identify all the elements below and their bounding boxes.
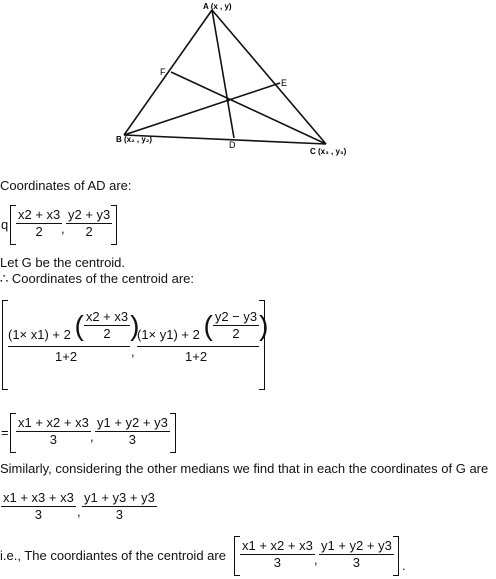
centroid-point bbox=[226, 98, 230, 102]
eq3-num2: y1 + y2 + y3 bbox=[95, 415, 170, 432]
median-cf bbox=[170, 71, 327, 145]
median-be bbox=[123, 82, 281, 136]
eq1-den2: 2 bbox=[85, 224, 93, 239]
eq1-num2: y2 + y3 bbox=[66, 207, 113, 224]
label-d: D bbox=[229, 140, 236, 150]
eq2-den2: 1+2 bbox=[185, 349, 208, 364]
text-similarly: Similarly, considering the other medians… bbox=[0, 461, 489, 476]
eq2-num2a: (1× y1) + 2 bbox=[137, 327, 200, 342]
eq4-den1: 3 bbox=[34, 507, 43, 522]
eq4-num1: x1 + x3 + x3 bbox=[1, 490, 76, 507]
eq5-num1: x1 + x2 + x3 bbox=[240, 538, 315, 555]
eq2-num2-group: (1× y1) + 2 ( y2 − y3 2 ) bbox=[137, 309, 269, 342]
eq4-frac1: x1 + x3 + x3 3 bbox=[1, 490, 76, 523]
eq3-frac2: y1 + y2 + y3 3 bbox=[95, 415, 170, 448]
eq2-num1b: x2 + x3 bbox=[83, 309, 131, 327]
equation-section-formula: (1× x1) + 2 ( x2 + x3 2 ) 1+2 , (1× y1) … bbox=[0, 298, 270, 390]
label-a: A (x , y) bbox=[203, 2, 232, 11]
eq2-den1: 1+2 bbox=[55, 349, 78, 364]
text-coords-ad: Coordinates of AD are: bbox=[0, 178, 132, 193]
eq2-num1-group: (1× x1) + 2 ( x2 + x3 2 ) bbox=[8, 309, 140, 342]
equation-ad-midpoint: q x2 + x3 2 , y2 + y3 2 bbox=[0, 205, 120, 245]
equation-centroid-simplified: = x1 + x2 + x3 3 , y1 + y2 + y3 3 bbox=[0, 413, 180, 453]
eq5-suffix: . bbox=[402, 558, 406, 573]
eq1-frac1: x2 + x3 2 bbox=[16, 207, 63, 240]
eq5-num2: y1 + y2 + y3 bbox=[319, 538, 394, 555]
text-let-g: Let G be the centroid. bbox=[0, 255, 126, 270]
eq5-den2: 3 bbox=[352, 555, 361, 570]
eq4-frac2: y1 + y3 + y3 3 bbox=[82, 490, 157, 523]
label-b: B (x₂ , y₂) bbox=[116, 135, 152, 144]
label-c: C (x₃ , y₃) bbox=[310, 147, 347, 156]
text-ie: i.e., The coordiantes of the centroid ar… bbox=[0, 548, 226, 563]
eq3-prefix: = bbox=[1, 425, 9, 440]
side-ab bbox=[123, 9, 213, 136]
eq3-frac1: x1 + x2 + x3 3 bbox=[16, 415, 91, 448]
eq1-num1: x2 + x3 bbox=[16, 207, 63, 224]
side-bc bbox=[123, 134, 327, 145]
text-therefore: ∴ Coordinates of the centroid are: bbox=[0, 271, 194, 286]
eq5-frac2: y1 + y2 + y3 3 bbox=[319, 538, 394, 571]
eq2-num2b: y2 − y3 bbox=[212, 309, 260, 327]
eq3-den1: 3 bbox=[49, 432, 58, 447]
side-ac bbox=[211, 9, 327, 145]
label-e: E bbox=[281, 78, 287, 88]
eq3-num1: x1 + x2 + x3 bbox=[16, 415, 91, 432]
eq3-den2: 3 bbox=[128, 432, 137, 447]
eq1-prefix: q bbox=[1, 217, 9, 232]
eq1-den1: 2 bbox=[35, 224, 43, 239]
eq4-den2: 3 bbox=[115, 507, 124, 522]
median-ad bbox=[211, 9, 235, 139]
eq1-frac2: y2 + y3 2 bbox=[66, 207, 113, 240]
equation-other-medians: x1 + x3 + x3 3 , y1 + y3 + y3 3 bbox=[1, 490, 157, 523]
eq5-den1: 3 bbox=[273, 555, 282, 570]
eq5-frac1: x1 + x2 + x3 3 bbox=[240, 538, 315, 571]
eq4-num2: y1 + y3 + y3 bbox=[82, 490, 157, 507]
eq2-num2c: 2 bbox=[232, 326, 240, 342]
triangle-figure: A (x , y) F E B (x₂ , y₂) D C (x₃ , y₃) bbox=[116, 2, 347, 156]
equation-final-centroid: x1 + x2 + x3 3 , y1 + y2 + y3 3 . bbox=[232, 536, 412, 576]
eq2-num1c: 2 bbox=[103, 326, 111, 342]
eq2-num1a: (1× x1) + 2 bbox=[8, 327, 71, 342]
label-f: F bbox=[160, 67, 166, 77]
